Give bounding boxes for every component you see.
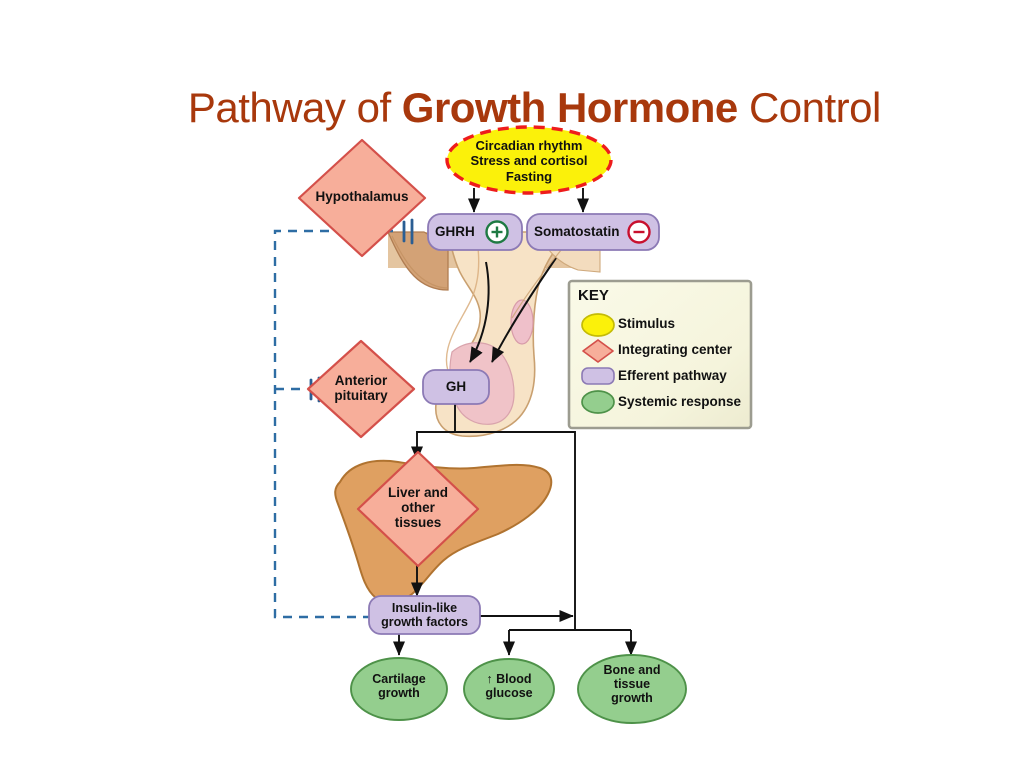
key-swatch-integrating-center bbox=[582, 339, 614, 363]
node-somatostatin[interactable] bbox=[526, 213, 660, 251]
key-legend-box bbox=[567, 279, 753, 430]
node-blood-glucose[interactable] bbox=[463, 658, 555, 720]
title-emphasis: Growth Hormone bbox=[401, 84, 739, 131]
node-cartilage-growth[interactable] bbox=[350, 657, 448, 721]
node-gh[interactable] bbox=[422, 369, 490, 405]
stimulus-node[interactable] bbox=[445, 125, 613, 195]
title-suffix: Control bbox=[737, 84, 881, 131]
node-anterior-pituitary[interactable] bbox=[306, 339, 416, 439]
arrow-gh-to-liver bbox=[410, 404, 456, 461]
line-gh-to-responses bbox=[455, 431, 576, 630]
plus-icon-ghrh bbox=[485, 220, 509, 244]
negative-feedback-loop[interactable] bbox=[273, 229, 396, 619]
minus-icon-somatostatin bbox=[627, 220, 651, 244]
node-liver-other-tissues[interactable] bbox=[356, 450, 480, 568]
node-hypothalamus[interactable] bbox=[297, 138, 427, 258]
key-swatch-stimulus bbox=[581, 313, 615, 337]
node-bone-tissue-growth[interactable] bbox=[577, 654, 687, 724]
key-swatch-systemic-response bbox=[581, 390, 615, 414]
feedback-rail bbox=[273, 229, 396, 619]
key-swatch-efferent-pathway bbox=[581, 367, 615, 385]
title-prefix: Pathway of bbox=[187, 84, 402, 131]
node-igf[interactable] bbox=[368, 595, 481, 635]
inhibition-bar-ghrh bbox=[402, 218, 414, 245]
page-title: Pathway of Growth Hormone Control bbox=[0, 30, 1024, 186]
flow-arrows bbox=[392, 188, 638, 656]
